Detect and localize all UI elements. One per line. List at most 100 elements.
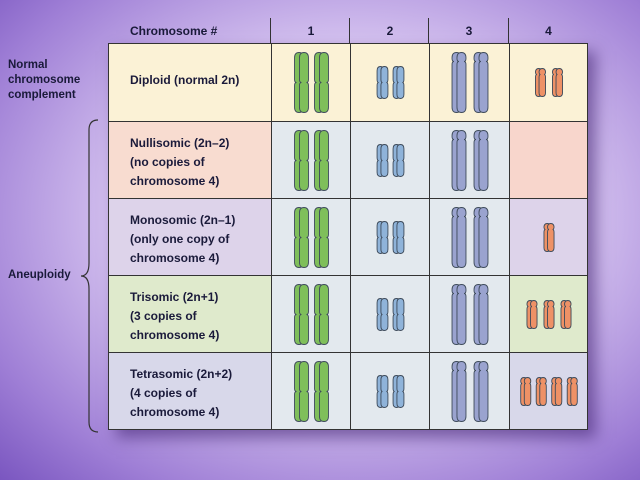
chr4-chromosomes bbox=[535, 68, 563, 97]
row-label-line: Nullisomic (2n–2) bbox=[130, 136, 230, 150]
chr1-chromosomes bbox=[294, 207, 329, 268]
chr4-chromosomes bbox=[543, 223, 555, 252]
row-label-line: (only one copy of bbox=[130, 232, 230, 246]
cell-chr4 bbox=[509, 122, 587, 198]
chr2-chromosomes bbox=[376, 221, 405, 254]
chr4-chromosomes bbox=[526, 300, 572, 329]
chr3-chromosome-0 bbox=[451, 284, 467, 345]
cell-chr3 bbox=[429, 353, 509, 429]
chr1-chromosome-1 bbox=[314, 130, 329, 191]
chr4-chromosome-2 bbox=[560, 300, 572, 329]
chr1-chromosome-0 bbox=[294, 361, 309, 422]
chr1-chromosome-1 bbox=[314, 52, 329, 113]
cell-chr1 bbox=[271, 353, 350, 429]
row-label: Tetrasomic (2n+2) (4 copies of chromosome … bbox=[109, 353, 271, 429]
chr2-chromosome-0 bbox=[376, 221, 389, 254]
chr3-chromosome-1 bbox=[473, 52, 489, 113]
row-label-line: Monosomic (2n–1) bbox=[130, 213, 236, 227]
normal-label-line-1: Normal bbox=[8, 59, 48, 71]
chr1-chromosomes bbox=[294, 361, 329, 422]
row-label-line: Diploid (normal 2n) bbox=[130, 73, 240, 87]
chr3-chromosome-1 bbox=[473, 361, 489, 422]
header-chromosome-number: Chromosome # bbox=[130, 24, 218, 38]
chr1-chromosome-0 bbox=[294, 284, 309, 345]
header-divider-4 bbox=[508, 18, 509, 44]
chr3-chromosome-1 bbox=[473, 207, 489, 268]
chr4-chromosome-0 bbox=[535, 68, 546, 97]
cell-chr2 bbox=[350, 44, 429, 121]
row-label-line: (3 copies of bbox=[130, 309, 197, 323]
chr2-chromosomes bbox=[376, 298, 405, 331]
chr1-chromosomes bbox=[294, 284, 329, 345]
chr2-chromosomes bbox=[376, 66, 405, 99]
chr3-chromosome-0 bbox=[451, 52, 467, 113]
row-label-line: Trisomic (2n+1) bbox=[130, 290, 219, 304]
chr2-chromosome-1 bbox=[392, 298, 405, 331]
chr1-chromosome-1 bbox=[314, 284, 329, 345]
row-label-line: chromosome 4) bbox=[130, 174, 220, 188]
cell-chr4 bbox=[509, 44, 587, 121]
row-label-line: chromosome 4) bbox=[130, 328, 220, 342]
chromosome-table: Diploid (normal 2n) Nullisomic (2n–2) (no … bbox=[108, 43, 588, 430]
normal-label-line-3: complement bbox=[8, 89, 76, 101]
table-row: Monosomic (2n–1) (only one copy of chromos… bbox=[109, 198, 587, 275]
chr4-chromosomes bbox=[520, 377, 578, 406]
cell-chr1 bbox=[271, 199, 350, 275]
cell-chr2 bbox=[350, 353, 429, 429]
cell-chr2 bbox=[350, 276, 429, 352]
chr4-chromosome-0 bbox=[526, 300, 538, 329]
row-label-line: (4 copies of bbox=[130, 386, 197, 400]
chr3-chromosomes bbox=[451, 52, 489, 113]
table-row: Diploid (normal 2n) bbox=[109, 44, 587, 121]
chr4-chromosome-1 bbox=[535, 377, 547, 406]
chr1-chromosome-0 bbox=[294, 130, 309, 191]
chr1-chromosome-1 bbox=[314, 361, 329, 422]
chr1-chromosome-0 bbox=[294, 207, 309, 268]
row-label: Trisomic (2n+1) (3 copies of chromosome 4) bbox=[109, 276, 271, 352]
chr2-chromosome-0 bbox=[376, 298, 389, 331]
aneuploidy-brace bbox=[80, 119, 99, 433]
chr3-chromosomes bbox=[451, 130, 489, 191]
chr3-chromosome-1 bbox=[473, 130, 489, 191]
cell-chr2 bbox=[350, 199, 429, 275]
chr3-chromosomes bbox=[451, 361, 489, 422]
header-col-2: 2 bbox=[386, 24, 394, 38]
row-label: Monosomic (2n–1) (only one copy of chromos… bbox=[109, 199, 271, 275]
header-divider-3 bbox=[428, 18, 429, 44]
chr2-chromosome-1 bbox=[392, 221, 405, 254]
chr2-chromosomes bbox=[376, 144, 405, 177]
row-label: Diploid (normal 2n) bbox=[109, 44, 271, 121]
chr2-chromosome-1 bbox=[392, 144, 405, 177]
chr1-chromosomes bbox=[294, 130, 329, 191]
chr2-chromosome-0 bbox=[376, 66, 389, 99]
cell-chr3 bbox=[429, 276, 509, 352]
cell-chr3 bbox=[429, 122, 509, 198]
chr1-chromosome-0 bbox=[294, 52, 309, 113]
row-label-line: Tetrasomic (2n+2) bbox=[130, 367, 233, 381]
chr4-chromosome-1 bbox=[543, 300, 555, 329]
chr3-chromosomes bbox=[451, 284, 489, 345]
row-label-line: (no copies of bbox=[130, 155, 205, 169]
cell-chr1 bbox=[271, 276, 350, 352]
chr3-chromosome-1 bbox=[473, 284, 489, 345]
chr2-chromosome-0 bbox=[376, 375, 389, 408]
row-label-line: chromosome 4) bbox=[130, 251, 220, 265]
aneuploidy-label: Aneuploidy bbox=[8, 269, 71, 281]
chr4-chromosome-2 bbox=[551, 377, 563, 406]
row-label-line: chromosome 4) bbox=[130, 405, 220, 419]
chr3-chromosome-0 bbox=[451, 130, 467, 191]
chr1-chromosomes bbox=[294, 52, 329, 113]
cell-chr1 bbox=[271, 44, 350, 121]
row-label: Nullisomic (2n–2) (no copies of chromosome… bbox=[109, 122, 271, 198]
chr3-chromosome-0 bbox=[451, 361, 467, 422]
table-row: Trisomic (2n+1) (3 copies of chromosome 4) bbox=[109, 275, 587, 352]
cell-chr2 bbox=[350, 122, 429, 198]
chr4-chromosome-0 bbox=[520, 377, 532, 406]
chr3-chromosomes bbox=[451, 207, 489, 268]
cell-chr3 bbox=[429, 44, 509, 121]
table-row: Nullisomic (2n–2) (no copies of chromosome… bbox=[109, 121, 587, 198]
cell-chr4 bbox=[509, 353, 587, 429]
header-col-4: 4 bbox=[545, 24, 552, 38]
chr4-chromosome-3 bbox=[566, 377, 578, 406]
cell-chr4 bbox=[509, 199, 587, 275]
